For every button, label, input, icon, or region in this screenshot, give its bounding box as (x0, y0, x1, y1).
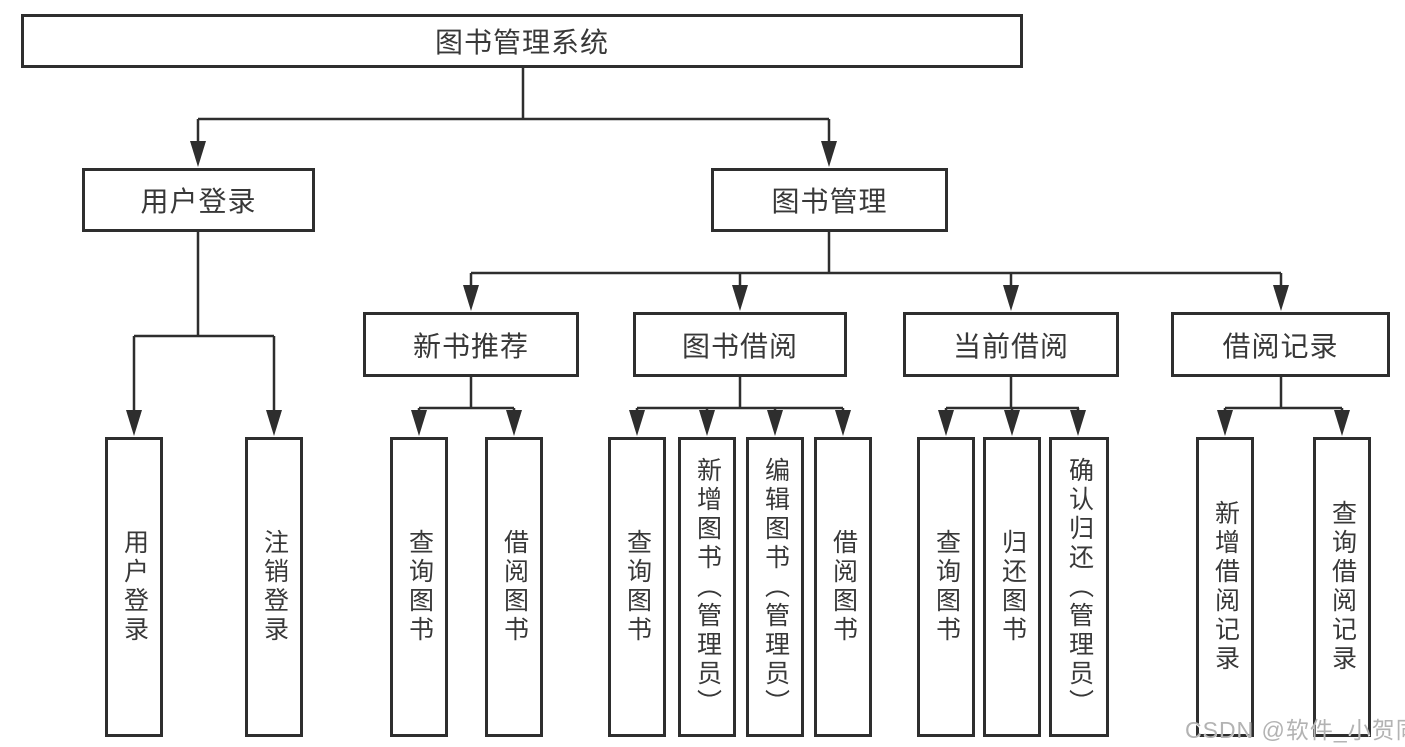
node-book-borrow: 图书借阅 (633, 312, 847, 377)
leaf-query-books-borrow: 查询图书 (608, 437, 666, 737)
leaf-query-books-recommend: 查询图书 (390, 437, 448, 737)
leaf-query-borrow-record: 查询借阅记录 (1313, 437, 1371, 737)
node-current-borrow: 当前借阅 (903, 312, 1119, 377)
leaf-borrow-books-recommend-label: 借阅图书 (500, 529, 529, 645)
leaf-return-books: 归还图书 (983, 437, 1041, 737)
leaf-add-books-admin: 新增图书（管理员） (678, 437, 736, 737)
leaf-query-books-current: 查询图书 (917, 437, 975, 737)
node-book-management: 图书管理 (711, 168, 948, 232)
node-root-label: 图书管理系统 (434, 27, 609, 58)
leaf-confirm-return-admin-label: 确认归还（管理员） (1065, 456, 1094, 718)
leaf-borrow-books-recommend: 借阅图书 (485, 437, 543, 737)
leaf-edit-books-admin-label: 编辑图书（管理员） (761, 456, 790, 718)
leaf-logout: 注销登录 (245, 437, 303, 737)
leaf-add-borrow-record-label: 新增借阅记录 (1211, 500, 1240, 674)
node-book-management-label: 图书管理 (771, 186, 888, 217)
node-current-borrow-label: 当前借阅 (952, 330, 1069, 362)
leaf-query-books-recommend-label: 查询图书 (405, 529, 434, 645)
leaf-add-books-admin-label: 新增图书（管理员） (693, 456, 722, 718)
leaf-return-books-label: 归还图书 (998, 529, 1027, 645)
leaf-edit-books-admin: 编辑图书（管理员） (746, 437, 804, 737)
leaf-confirm-return-admin: 确认归还（管理员） (1049, 437, 1109, 737)
leaf-query-books-borrow-label: 查询图书 (623, 529, 652, 645)
leaf-query-borrow-record-label: 查询借阅记录 (1328, 500, 1357, 674)
node-new-book-recommend-label: 新书推荐 (412, 330, 529, 362)
node-new-book-recommend: 新书推荐 (363, 312, 579, 377)
leaf-user-login-label: 用户登录 (120, 529, 149, 645)
leaf-query-books-current-label: 查询图书 (932, 529, 961, 645)
node-root-system: 图书管理系统 (21, 14, 1023, 68)
leaf-borrow-books: 借阅图书 (814, 437, 872, 737)
leaf-borrow-books-label: 借阅图书 (829, 529, 858, 645)
node-borrow-records-label: 借阅记录 (1222, 330, 1339, 362)
arrowheads (126, 141, 1350, 436)
leaf-user-login: 用户登录 (105, 437, 163, 737)
leaf-logout-label: 注销登录 (260, 529, 289, 645)
leaf-add-borrow-record: 新增借阅记录 (1196, 437, 1254, 737)
node-borrow-records: 借阅记录 (1171, 312, 1390, 377)
node-book-borrow-label: 图书借阅 (681, 330, 798, 362)
node-user-login-label: 用户登录 (140, 186, 257, 217)
node-user-login: 用户登录 (82, 168, 315, 232)
